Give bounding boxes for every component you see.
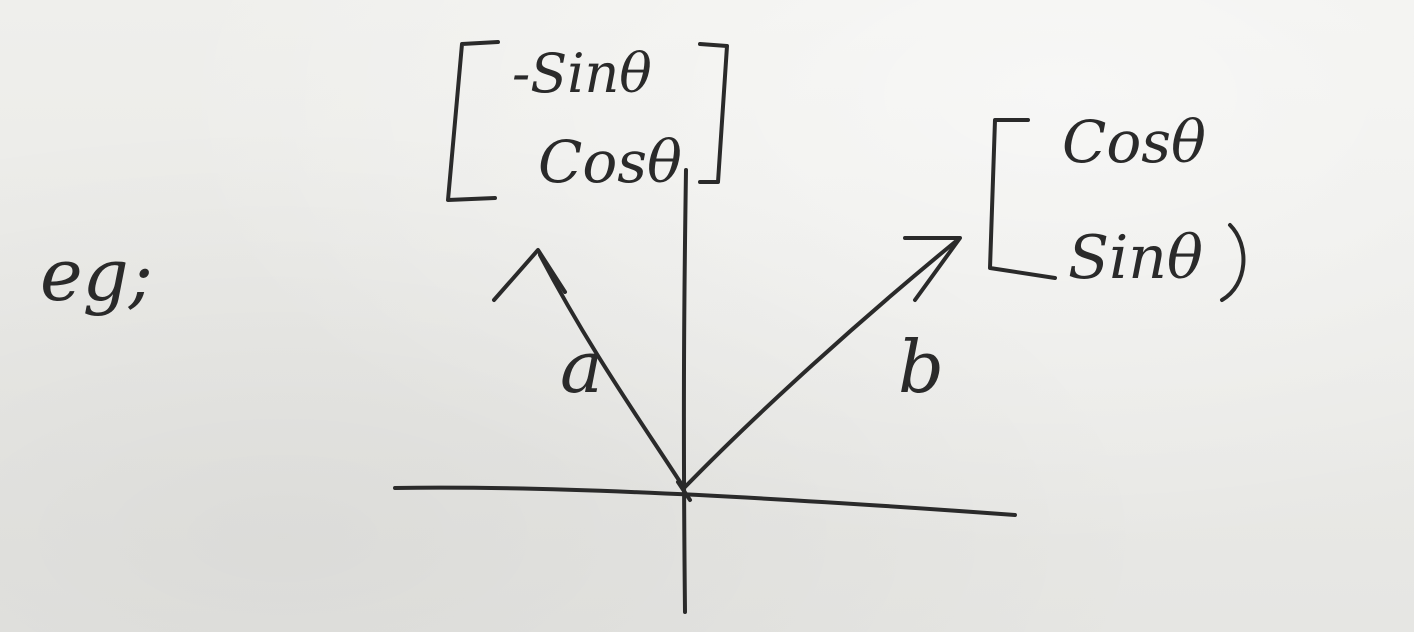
- vector-b-arrowhead: [903, 236, 962, 302]
- matrix-a-bottom: Cosθ: [538, 128, 682, 196]
- eg-label: eg;: [40, 233, 153, 317]
- y-axis: [681, 168, 688, 614]
- vector-a-label: a: [560, 325, 603, 409]
- matrix-a-top: -Sinθ: [512, 42, 652, 105]
- matrix-b-left-bracket: [988, 118, 1057, 280]
- vector-b-label: b: [898, 325, 944, 409]
- vector-a-line: [538, 253, 686, 490]
- matrix-a-left-bracket: [446, 40, 500, 202]
- x-axis: [393, 485, 1017, 517]
- matrix-b-right-paren: [1220, 223, 1246, 302]
- matrix-b-top: Cosθ: [1062, 108, 1206, 176]
- vector-a-arrowhead: [492, 248, 567, 302]
- vector-b-line: [682, 240, 957, 490]
- matrix-b-bottom: Sinθ: [1068, 223, 1203, 293]
- origin-tick: [676, 480, 692, 502]
- matrix-a-right-bracket: [698, 42, 729, 184]
